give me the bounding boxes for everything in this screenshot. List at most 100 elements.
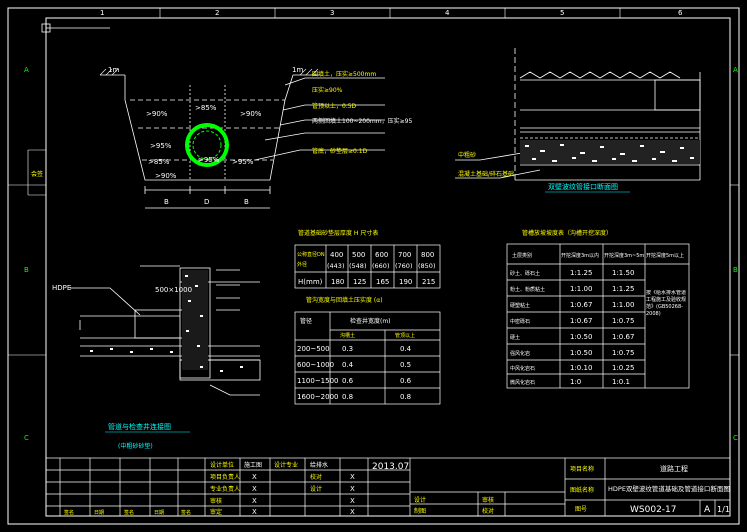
t2-r1-c1: 200~500 [297,345,330,353]
tb-footer-2: 签名 [124,509,134,516]
col-label-2: 2 [215,9,219,17]
t3-r3-c3: 1:1.00 [612,301,634,309]
row-label-b: B [24,266,29,274]
t2-r2-c3: 0.5 [400,361,411,369]
trench-dim-left: 1m [108,66,119,74]
joint-label-sand: 中粗砂 [458,151,476,159]
tb-x-7: X [350,508,355,516]
tb-role-5: 校对 [310,473,322,481]
tb-drawing-label: 图纸名称 [570,486,594,494]
t1-h-1: 180 [331,278,344,286]
t3-r2-c3: 1:1.25 [612,285,634,293]
frame-column-labels [159,8,621,18]
tb-x-4: X [350,473,355,481]
t1-od-1: (443) [327,262,344,270]
tb-footer-1: 日期 [94,510,104,516]
pct-label-2: >90% [146,110,168,118]
tb-check-2: 设计 [414,496,426,504]
pct-label-7: >95% [198,156,220,164]
trench-note-3: 管顶以上，0.5D [312,102,357,110]
t3-r5-c3: 1:0.67 [612,333,634,341]
t1-od-3: (660) [372,262,389,270]
col-label-3: 3 [330,9,334,17]
cursor-crosshair-icon [41,18,110,40]
t3-h-0: 土层类别 [512,252,532,259]
trench-note-1: 回填土，压实≥500mm [312,70,376,78]
hdpe-label: HDPE [52,284,71,292]
t3-r8-c2: 1:0 [570,378,581,386]
pct-label-6: >95% [232,158,254,166]
t1-h1: 公称直径DN [297,251,325,258]
pct-label-1: >85% [195,104,217,112]
countersign-label: 会签 [31,170,43,178]
t3-note-wrap: 按《给水排水管道工程施工及验收规范》(GB50268-2008) [646,290,686,317]
t2-r4-c2: 0.8 [342,393,353,401]
tb-check-3: 制图 [414,507,426,515]
t3-r5-c2: 1:0.50 [570,333,592,341]
tb-role-1: 项目负责人 [210,473,240,481]
t1-dn-3: 600 [375,251,388,259]
tb-size: A [704,505,711,515]
t1-dn-4: 700 [398,251,411,259]
t3-r8-c1: 微风化岩石 [510,379,535,386]
trench-note-5: 管底，砂垫层≥0.1D [312,147,368,155]
t2-r4-c3: 0.8 [400,393,411,401]
t3-h-3: 开挖深度5m以上 [646,252,684,259]
well-caption: 管道与检查井连接图 [108,422,171,431]
t3-r1-c3: 1:1.50 [612,269,634,277]
table3-title: 管槽放坡坡度表（沟槽开挖深度） [522,229,612,237]
frame-row-ticks [8,149,739,356]
tb-number-value: WS002-17 [630,505,677,515]
tb-footer-4: 签名 [181,509,191,516]
joint-caption: 双壁波纹管接口断面图 [548,182,618,191]
t1-od-2: (548) [349,262,366,270]
t3-r3-c2: 1:0.67 [570,301,592,309]
col-label-5: 5 [560,9,564,17]
tb-role-3: 审核 [210,497,222,505]
tb-footer-0: 签名 [64,509,74,516]
t3-r4-c2: 1:0.67 [570,317,592,325]
bottom-dim-b1: B [164,198,169,206]
col-label-4: 4 [445,9,450,17]
pipe-cross-section-icon [185,123,229,167]
tb-number-label: 图号 [575,506,587,513]
t3-r2-c1: 粉土、粉质粘土 [510,286,545,293]
pct-label-3: >90% [240,110,262,118]
tb-x-0: X [252,473,257,481]
table1-title: 管道基础砂垫层厚度 H 尺寸表 [298,229,378,237]
t2-r3-c3: 0.6 [400,377,412,385]
trench-section[interactable] [99,68,385,209]
t3-r2-c2: 1:1.00 [570,285,592,293]
row-label-c-right: C [733,434,738,442]
bottom-dim-b2: B [244,198,249,206]
tb-x-5: X [350,485,355,493]
t3-r6-c2: 1:0.50 [570,349,592,357]
t2-r2-c1: 600~1000 [297,361,334,369]
t3-r7-c3: 1:0.25 [612,364,634,372]
pct-label-4: >95% [150,142,172,150]
tb-role-2: 专业负责人 [210,485,240,493]
well-subcaption: (中粗砂砂垫) [118,442,153,450]
t3-r4-c1: 中密砾石 [510,318,530,325]
tb-x-2: X [252,497,257,505]
t2-r3-c2: 0.6 [342,377,354,385]
t2-h-width: 检查井宽度(m) [350,317,391,325]
t2-r1-c3: 0.4 [400,345,412,353]
t1-dn-5: 800 [421,251,434,259]
t1-dn-1: 400 [330,251,343,259]
tb-check-1: 校对 [482,507,494,515]
t3-r5-c1: 硬土 [510,334,520,341]
t2-r2-c2: 0.4 [342,361,354,369]
row-label-a-right: A [733,66,738,74]
col-label-6: 6 [678,9,683,17]
t3-r8-c3: 1:0.1 [612,378,630,386]
t3-h-1: 开挖深度3m以内 [561,252,599,259]
well-dim-label: 500×1000 [155,286,192,294]
t3-r3-c1: 硬塑粘土 [510,302,530,309]
joint-detail-section[interactable] [455,48,701,181]
t1-od-4: (760) [395,262,412,270]
tb-footer-3: 日期 [154,510,164,516]
bottom-dim-d: D [204,198,209,206]
t2-h-a: 沟槽土 [340,332,355,339]
